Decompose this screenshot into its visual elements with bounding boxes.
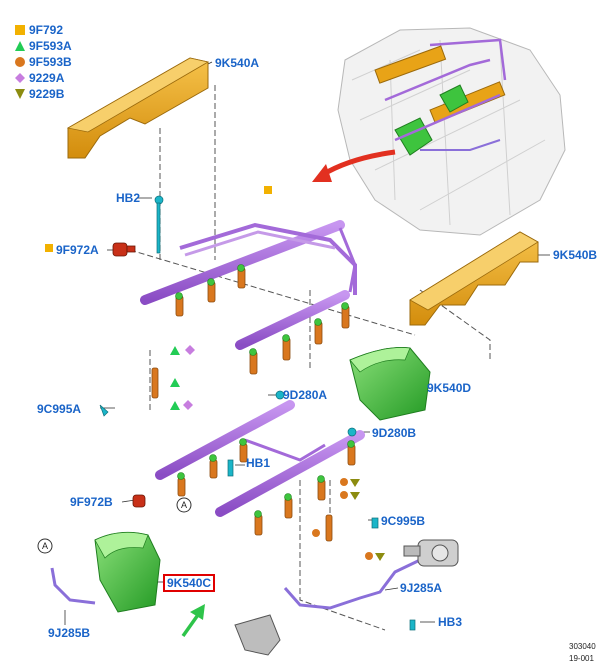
pressure-sensors bbox=[112, 242, 146, 508]
label-hb2: HB2 bbox=[116, 191, 141, 205]
label-9j285a: 9J285A bbox=[400, 581, 443, 595]
reference-number-2: 19-001 bbox=[569, 654, 594, 663]
legend-item-9f593a: 9F593A bbox=[14, 39, 72, 53]
label-9k540d: 9K540D bbox=[427, 381, 472, 395]
legend-label: 9229A bbox=[29, 71, 65, 85]
callout-a-circle-2 bbox=[37, 538, 53, 554]
label-9k540a: 9K540A bbox=[215, 56, 260, 70]
engine-illustration bbox=[337, 27, 566, 236]
label-hb3: HB3 bbox=[438, 615, 463, 629]
legend-label: 9F593B bbox=[29, 55, 72, 69]
label-9c995a: 9C995A bbox=[37, 402, 82, 416]
lower-fuel-rails bbox=[155, 400, 365, 517]
green-hint-arrowhead bbox=[190, 604, 205, 620]
triangle-up-icon bbox=[15, 41, 25, 51]
callout-a-letter-2: A bbox=[42, 541, 49, 551]
label-9f972a: 9F972A bbox=[56, 243, 99, 257]
label-9c995b: 9C995B bbox=[381, 514, 426, 528]
callout-a-letter-1: A bbox=[181, 500, 188, 510]
legend-item-9229b: 9229B bbox=[14, 87, 64, 101]
label-9j285b: 9J285B bbox=[48, 626, 91, 640]
label-9d280b: 9D280B bbox=[372, 426, 417, 440]
mounting-bracket bbox=[234, 614, 281, 656]
label-9k540c: 9K540C bbox=[163, 574, 216, 592]
fuel-line-9j285b bbox=[50, 567, 96, 605]
upper-fuel-rail bbox=[140, 220, 357, 350]
square-icon bbox=[15, 25, 25, 35]
fuel-line-9j285a bbox=[283, 558, 421, 610]
label-9k540b: 9K540B bbox=[553, 248, 598, 262]
label-9f972b: 9F972B bbox=[70, 495, 113, 509]
diamond-icon bbox=[15, 73, 25, 83]
callout-a-circle-1 bbox=[176, 497, 192, 513]
label-hb1: HB1 bbox=[246, 456, 271, 470]
connector-caps bbox=[175, 264, 355, 518]
circle-icon bbox=[15, 57, 25, 67]
reference-number: 303040 bbox=[569, 642, 596, 651]
part-symbols bbox=[45, 186, 385, 561]
triangle-down-icon bbox=[15, 89, 25, 99]
legend-item-9f593b: 9F593B bbox=[14, 55, 72, 69]
leader-lines bbox=[129, 85, 491, 631]
red-pointer-arrowhead bbox=[312, 164, 332, 182]
legend-label: 9F593A bbox=[29, 39, 72, 53]
label-9d280a: 9D280A bbox=[283, 388, 328, 402]
legend-label: 9F792 bbox=[29, 23, 64, 37]
sensors bbox=[99, 195, 416, 631]
high-pressure-pump bbox=[403, 539, 459, 567]
legend-item-9f792: 9F792 bbox=[14, 23, 63, 37]
legend-label: 9229B bbox=[29, 87, 65, 101]
legend-item-9229a: 9229A bbox=[14, 71, 64, 85]
